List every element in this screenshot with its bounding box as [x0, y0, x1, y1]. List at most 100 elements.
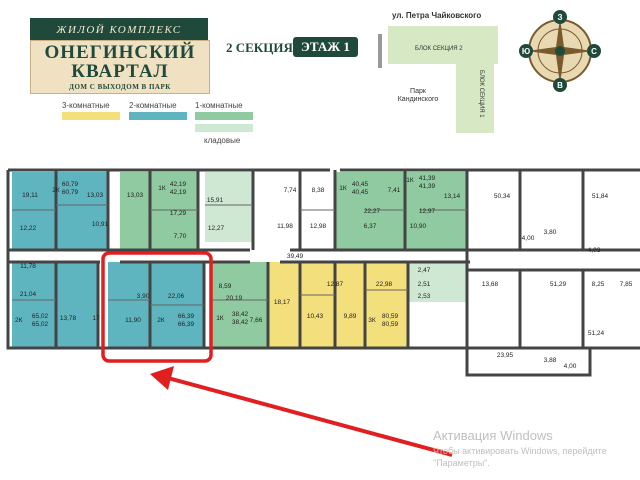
block1-label: БЛОК СЕКЦИЯ 1 — [478, 70, 484, 118]
legend-three-swatch — [62, 112, 120, 120]
label-u9: 7,70 — [174, 233, 187, 240]
label-u22: 12,97 — [419, 208, 436, 215]
label-u16a: 40,45 — [352, 181, 369, 188]
label-u35k: 2К — [157, 317, 165, 324]
label-u54: 3,88 — [544, 357, 557, 364]
label-u58: 2,51 — [418, 281, 431, 288]
apt-2k-top-left — [12, 172, 108, 250]
label-u44: 12,87 — [327, 281, 344, 288]
label-u28: 4,03 — [588, 247, 601, 254]
label-u15: 12,98 — [310, 223, 327, 230]
label-u4: 12,22 — [20, 225, 37, 232]
label-u3: 13,03 — [87, 192, 104, 199]
windows-activate-title: Активация Windows — [433, 428, 553, 443]
label-u47a: 80,59 — [382, 313, 399, 320]
label-u2a: 60,79 — [62, 181, 79, 188]
logo-line2: КВАРТАЛ — [71, 61, 169, 82]
compass-n: З — [557, 13, 562, 22]
label-u39: 20,19 — [226, 295, 243, 302]
label-u43: 10,43 — [307, 313, 324, 320]
apt-1k-bottom — [212, 262, 268, 347]
label-u6: 13,03 — [127, 192, 144, 199]
compass-s: В — [557, 81, 563, 90]
label-u23: 10,90 — [410, 223, 427, 230]
label-u17: 7,41 — [388, 187, 401, 194]
label-u20a: 41,39 — [419, 175, 436, 182]
apt-1k-top-2 — [335, 172, 405, 250]
floor-plan: 19,11 2К 60,79 60,79 13,03 12,22 10,91 1… — [6, 167, 640, 377]
label-u57: 2,47 — [418, 267, 431, 274]
legend-storage-swatch — [195, 124, 253, 132]
storage-1 — [205, 172, 253, 242]
compass-w: Ю — [522, 47, 530, 56]
apt-3k — [268, 262, 408, 347]
label-u31k: 2К — [15, 317, 23, 324]
label-u40b: 38,42 — [232, 319, 249, 326]
label-u49: 51,29 — [550, 281, 567, 288]
label-u36: 22,06 — [168, 293, 185, 300]
label-u14: 11,98 — [277, 223, 293, 230]
park-label: Парк Кандинского — [397, 88, 439, 103]
label-u46: 22,98 — [376, 281, 393, 288]
label-u19: 6,37 — [364, 223, 377, 230]
label-u55: 4,00 — [564, 363, 577, 370]
legend-one-swatch — [195, 112, 253, 120]
label-corr: 39,49 — [287, 253, 304, 260]
label-u59: 2,53 — [418, 293, 431, 300]
legend-two-swatch — [129, 112, 187, 120]
label-u21: 13,14 — [444, 193, 461, 200]
logo-line1: ОНЕГИНСКИЙ — [44, 42, 196, 63]
storage-2 — [408, 262, 466, 302]
label-u51: 7,85 — [620, 281, 633, 288]
label-u34: 11,90 — [125, 317, 141, 324]
label-u26: 4,00 — [522, 235, 535, 242]
street-label: ул. Петра Чайковского — [392, 11, 482, 20]
legend-one-label: 1-комнатные — [195, 101, 243, 110]
label-u13: 8,38 — [312, 187, 325, 194]
label-u16b: 40,45 — [352, 189, 369, 196]
logo-top-text: ЖИЛОЙ КОМПЛЕКС — [56, 24, 182, 36]
label-u50: 8,25 — [592, 281, 605, 288]
site-road — [378, 34, 382, 68]
label-u53: 23,95 — [497, 352, 514, 359]
apt-1k-top-3 — [405, 172, 467, 250]
label-u47k: 3К — [368, 317, 376, 324]
legend-three-label: 3-комнатные — [62, 101, 110, 110]
label-u24: 50,34 — [494, 193, 511, 200]
label-u40a: 38,42 — [232, 311, 249, 318]
label-u35b: 66,39 — [178, 321, 195, 328]
label-u35a: 66,39 — [178, 313, 195, 320]
logo-top-banner: ЖИЛОЙ КОМПЛЕКС — [30, 18, 208, 42]
legend-two-label: 2-комнатные — [129, 101, 177, 110]
label-u7a: 42,19 — [170, 181, 187, 188]
label-u1: 19,11 — [22, 192, 38, 199]
site-block1-shape — [456, 55, 494, 133]
legend-storage-label: кладовые — [204, 136, 241, 145]
label-u37: 3,90 — [137, 293, 150, 300]
label-u8: 17,29 — [170, 210, 187, 217]
label-u42: 18,17 — [274, 299, 291, 306]
highlight-box — [101, 251, 213, 363]
logo-line3: ДОМ С ВЫХОДОМ В ПАРК — [69, 83, 171, 91]
label-u2k: 2К — [52, 187, 60, 194]
label-u7k: 1К — [158, 185, 166, 192]
label-u41: 7,66 — [250, 317, 263, 324]
label-u16k: 1К — [339, 185, 347, 192]
label-u20b: 41,39 — [419, 183, 436, 190]
floor-badge: ЭТАЖ 1 — [293, 37, 358, 57]
label-u7b: 42,19 — [170, 189, 187, 196]
label-u5: 10,91 — [92, 221, 109, 228]
label-u48: 13,68 — [482, 281, 499, 288]
windows-activate-hint2: "Параметры". — [433, 458, 490, 468]
label-u10: 15,91 — [207, 197, 224, 204]
label-u18: 22,27 — [364, 208, 381, 215]
label-u52: 51,24 — [588, 330, 605, 337]
label-u32: 13,78 — [60, 315, 77, 322]
label-u25: 51,84 — [592, 193, 609, 200]
label-u29: 11,78 — [20, 263, 36, 270]
lobby-top — [275, 182, 335, 240]
compass-e: С — [591, 47, 597, 56]
section-label: 2 СЕКЦИЯ — [226, 40, 293, 55]
label-u30: 21,04 — [20, 291, 37, 298]
